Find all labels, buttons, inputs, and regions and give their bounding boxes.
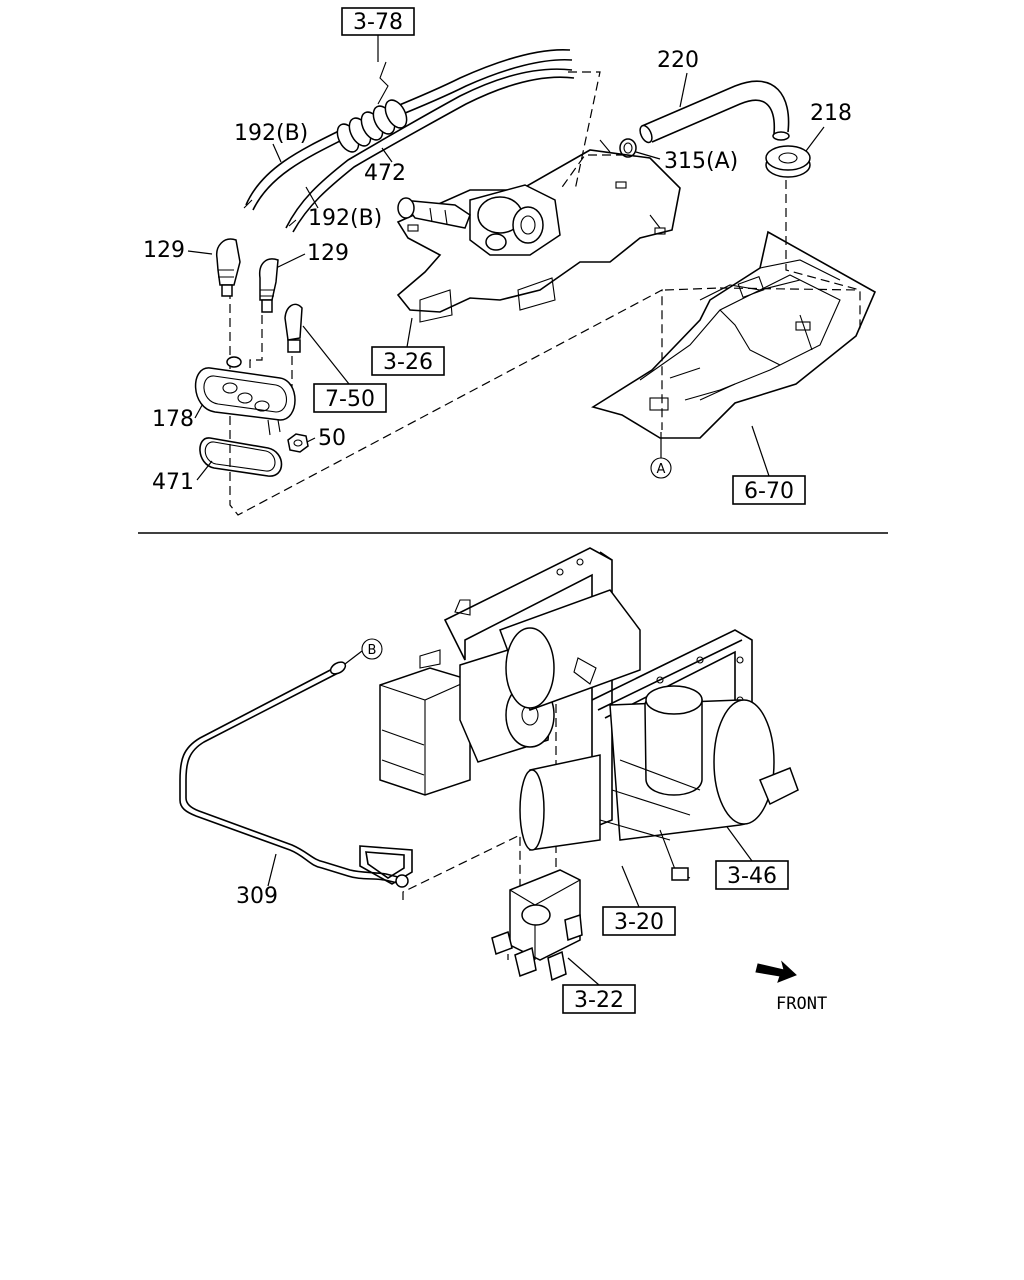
label-129-right: 129	[307, 241, 349, 266]
ref-box-7-50[interactable]: 7-50	[313, 383, 387, 413]
hose-clamps	[243, 199, 297, 227]
ref-box-3-20-label: 3-20	[614, 910, 664, 935]
elbow-129-left	[216, 238, 241, 297]
tank-assembly	[519, 685, 799, 881]
grommet-218	[765, 145, 811, 178]
hose-220	[639, 80, 790, 144]
fitting-7-50	[284, 303, 303, 353]
break-symbol	[377, 61, 389, 105]
ref-box-3-46-label: 3-46	[727, 864, 777, 889]
front-arrow-icon	[755, 960, 797, 983]
callout-a: A	[650, 457, 672, 479]
ref-box-3-22-label: 3-22	[574, 988, 624, 1013]
label-218: 218	[810, 101, 852, 126]
motor-assembly	[419, 589, 641, 763]
callout-b-letter: B	[368, 643, 377, 658]
ecu-module	[379, 667, 471, 796]
ref-box-3-20[interactable]: 3-20	[602, 906, 676, 936]
nut-50	[287, 433, 309, 453]
elbow-129-right	[258, 258, 279, 313]
ref-box-3-78-label: 3-78	[353, 10, 403, 35]
sleeve-472	[336, 99, 408, 153]
o-ring-471	[199, 437, 283, 477]
ref-box-6-70[interactable]: 6-70	[732, 475, 806, 505]
callout-a-letter: A	[657, 462, 666, 477]
label-192b-lower: 192(B)	[308, 206, 382, 231]
label-471: 471	[152, 470, 194, 495]
label-192b-upper: 192(B)	[234, 121, 308, 146]
cover-plate-178	[194, 356, 296, 436]
ref-box-3-46[interactable]: 3-46	[715, 860, 789, 890]
valve-assembly	[397, 184, 561, 256]
label-129-left: 129	[143, 238, 185, 263]
front-label: FRONT	[776, 994, 827, 1014]
cab-floor-panel	[591, 230, 877, 439]
label-309: 309	[236, 884, 278, 909]
bracket-plate	[396, 139, 681, 323]
label-178: 178	[152, 407, 194, 432]
label-50: 50	[318, 426, 346, 451]
ref-box-6-70-label: 6-70	[744, 479, 794, 504]
callout-b: B	[361, 638, 383, 660]
ref-box-3-26-label: 3-26	[383, 350, 433, 375]
front-indicator: FRONT	[755, 960, 827, 1014]
leader-lines-upper	[187, 35, 825, 481]
ref-box-3-78[interactable]: 3-78	[341, 7, 415, 36]
clip-315a	[619, 138, 637, 158]
valve-3-22	[491, 869, 583, 982]
lower-assembly: 3-46 3-20 3-22 309 B FRONT	[179, 547, 827, 1014]
label-472: 472	[364, 161, 406, 186]
ref-box-7-50-label: 7-50	[325, 387, 375, 412]
ref-box-3-22[interactable]: 3-22	[562, 984, 636, 1014]
upper-assembly: 3-78 3-26 7-50 6-70 220 218 315(A) 192(B…	[143, 7, 877, 516]
ref-box-3-26[interactable]: 3-26	[371, 346, 445, 376]
label-220: 220	[657, 48, 699, 73]
pipe-309	[179, 661, 413, 888]
label-315a: 315(A)	[664, 149, 738, 174]
